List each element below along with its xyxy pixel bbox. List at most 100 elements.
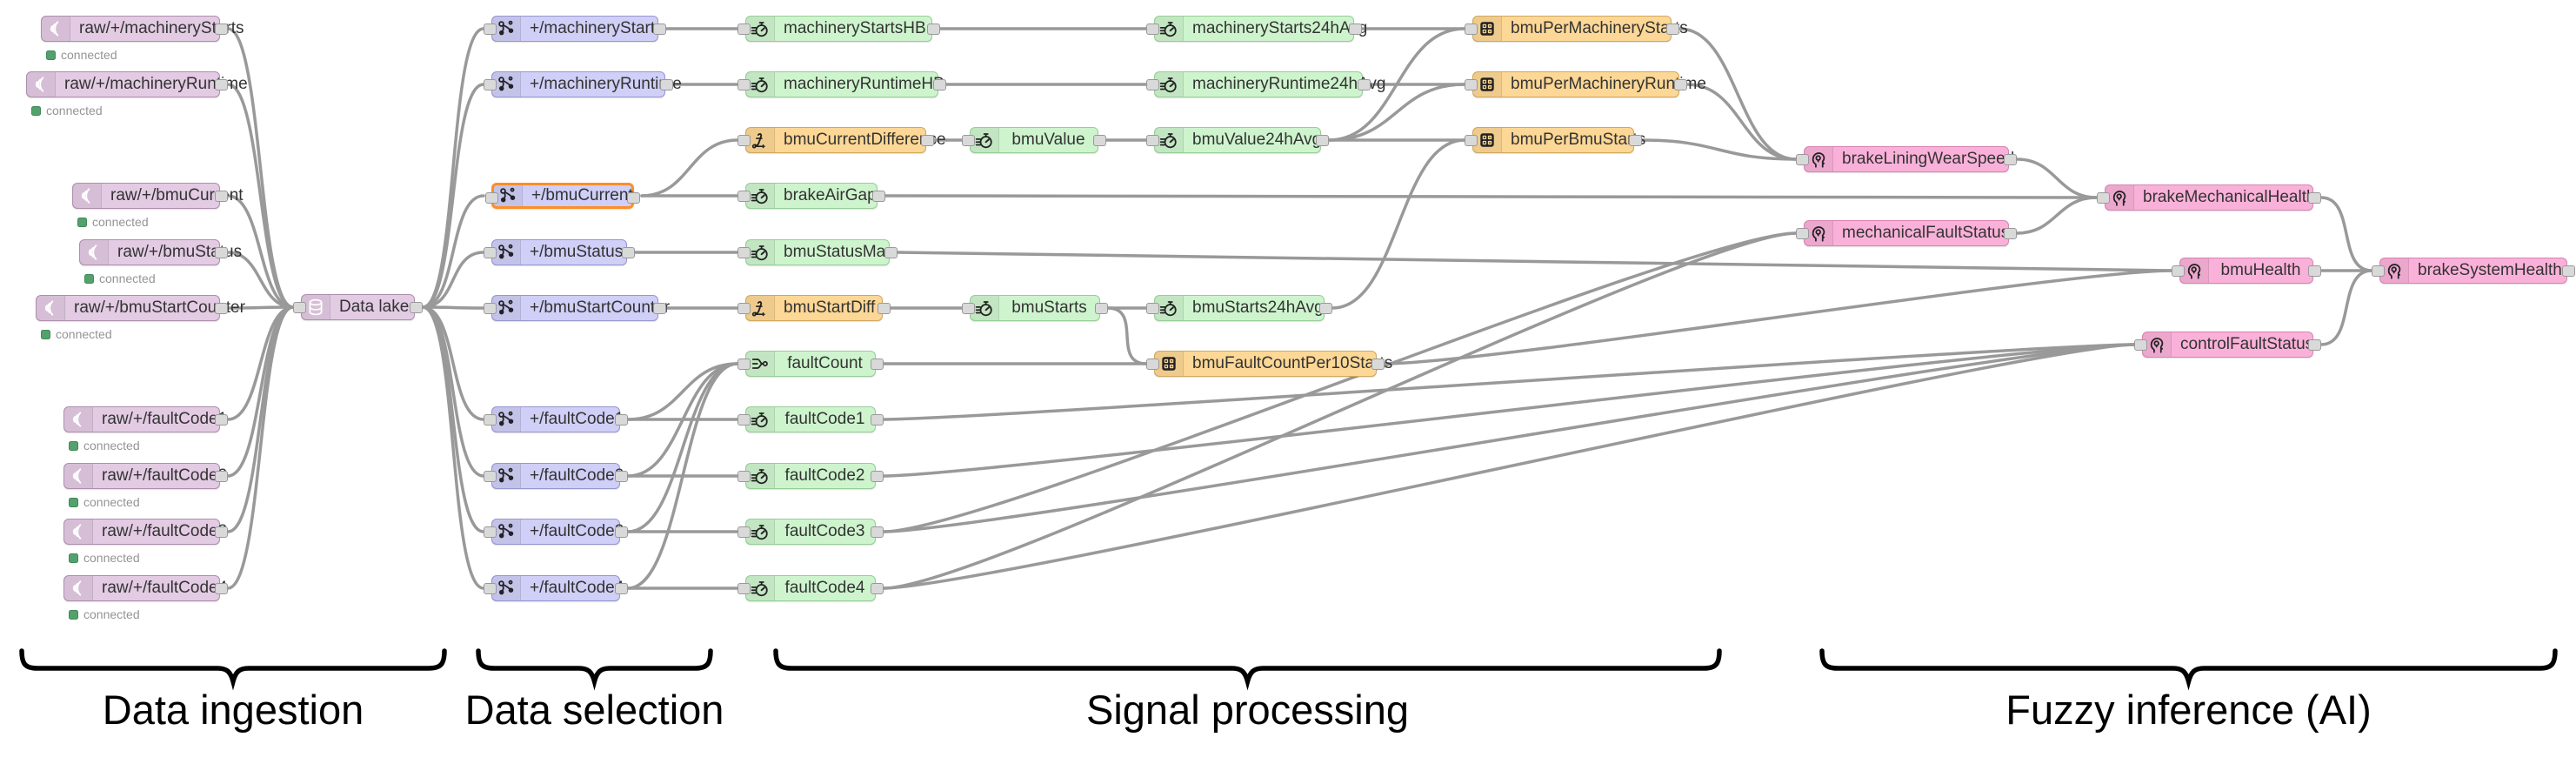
output-port[interactable] [871,359,884,370]
input-port[interactable] [737,583,751,594]
wire-mqtt-bmuStartCounter-to-datalake[interactable] [226,305,295,310]
flow-node-bmuPerMachineryStarts[interactable]: bmuPerMachineryStarts [1465,16,1688,42]
output-port[interactable] [410,302,423,313]
output-port[interactable] [1674,79,1687,90]
flow-node-mqtt-faultCode4[interactable]: raw/+/faultCode4 [63,575,228,601]
output-port[interactable] [1358,79,1371,90]
wire-bmuPerBmuStarts-to-brakeLiningWearSpeed[interactable] [1640,138,1798,161]
input-port[interactable] [2134,339,2147,351]
input-port[interactable] [484,23,497,35]
wire-sel-faultCode2-to-faultCount[interactable] [626,362,739,478]
output-port[interactable] [615,583,628,594]
input-port[interactable] [484,247,497,258]
wire-faultCode1-to-controlFaultStatus[interactable] [882,343,2136,421]
flow-node-mechanicalFaultStatus[interactable]: mechanicalFaultStatus [1796,220,2017,246]
output-port[interactable] [215,414,228,426]
input-port[interactable] [2172,265,2185,277]
wire-faultCode3-to-mechanicalFaultStatus[interactable] [882,231,1798,533]
flow-node-machineryRuntimeHB[interactable]: machineryRuntimeHB [737,71,946,97]
flow-node-bmuValue[interactable]: bmuValue [962,127,1106,153]
output-port[interactable] [615,526,628,538]
flow-node-faultCode1[interactable]: faultCode1 [737,406,884,432]
input-port[interactable] [484,471,497,482]
wire-bmuStarts-to-bmuFaultCountPer10Starts[interactable] [1106,306,1148,365]
flow-node-mqtt-faultCode3[interactable]: raw/+/faultCode3 [63,519,228,545]
input-port[interactable] [1465,135,1478,146]
output-port[interactable] [2308,192,2321,204]
flow-node-bmuStartDiff[interactable]: bmuStartDiff [737,295,891,321]
input-port[interactable] [962,303,975,314]
flow-node-bmuFaultCountPer10Starts[interactable]: bmuFaultCountPer10Starts [1146,351,1392,377]
flow-node-faultCode3[interactable]: faultCode3 [737,519,884,545]
output-port[interactable] [627,192,640,204]
flow-node-mqtt-bmuCurrent[interactable]: raw/+/bmuCurrent [72,183,244,209]
input-port[interactable] [737,359,751,370]
input-port[interactable] [484,79,497,90]
wire-brakeLiningWearSpeed-to-brakeMechanicalHealth[interactable] [2015,157,2099,199]
input-port[interactable] [1465,79,1478,90]
output-port[interactable] [872,191,885,202]
input-port[interactable] [2097,192,2110,204]
output-port[interactable] [878,303,891,314]
input-port[interactable] [293,302,306,313]
output-port[interactable] [2004,154,2017,165]
wire-brakeMechanicalHealth-to-brakeSystemHealth[interactable] [2319,196,2373,272]
wire-datalake-to-sel-machineryRuntime[interactable] [421,83,485,309]
input-port[interactable] [737,303,751,314]
output-port[interactable] [215,79,228,90]
wire-bmuStatusMax-to-bmuHealth[interactable] [896,251,2173,272]
input-port[interactable] [962,135,975,146]
output-port[interactable] [1349,23,1362,35]
wire-bmuValue24hAvg-to-bmuPerMachineryStarts[interactable] [1327,27,1466,142]
input-port[interactable] [484,414,497,426]
flow-node-bmuStatusMax[interactable]: bmuStatusMax [737,239,898,265]
flow-node-sel-faultCode2[interactable]: +/faultCode2 [484,463,628,489]
output-port[interactable] [622,247,635,258]
wire-datalake-to-sel-bmuCurrent[interactable] [421,194,485,309]
flow-node-sel-machineryStarts[interactable]: +/machineryStarts [484,16,666,42]
output-port[interactable] [871,583,884,594]
flow-node-bmuStarts24hAvg[interactable]: bmuStarts24hAvg [1146,295,1332,321]
output-port[interactable] [2004,228,2017,239]
flow-node-mqtt-machineryRuntime[interactable]: raw/+/machineryRuntime [26,71,248,97]
flow-node-sel-faultCode1[interactable]: +/faultCode1 [484,406,628,432]
output-port[interactable] [927,23,940,35]
flow-node-faultCount[interactable]: faultCount [737,351,884,377]
input-port[interactable] [1146,23,1159,35]
flow-node-mqtt-faultCode1[interactable]: raw/+/faultCode1 [63,406,228,432]
wire-mqtt-bmuCurrent-to-datalake[interactable] [226,194,295,309]
input-port[interactable] [1146,303,1159,314]
output-port[interactable] [2308,339,2321,351]
wire-faultCode4-to-controlFaultStatus[interactable] [882,343,2136,590]
wire-mechanicalFaultStatus-to-brakeMechanicalHealth[interactable] [2015,196,2099,235]
output-port[interactable] [871,526,884,538]
output-port[interactable] [2308,265,2321,277]
wire-bmuPerMachineryStarts-to-brakeLiningWearSpeed[interactable] [1678,27,1798,161]
flow-node-brakeSystemHealth[interactable]: brakeSystemHealth [2372,258,2575,284]
flow-node-mqtt-faultCode2[interactable]: raw/+/faultCode2 [63,463,228,489]
wire-mqtt-faultCode4-to-datalake[interactable] [226,305,295,590]
input-port[interactable] [1146,79,1159,90]
wire-faultCode4-to-mechanicalFaultStatus[interactable] [882,231,1798,590]
flow-node-sel-faultCode4[interactable]: +/faultCode4 [484,575,628,601]
wire-sel-faultCode3-to-faultCount[interactable] [626,362,739,533]
flow-node-faultCode4[interactable]: faultCode4 [737,575,884,601]
flow-node-bmuPerMachineryRuntime[interactable]: bmuPerMachineryRuntime [1465,71,1706,97]
output-port[interactable] [653,23,666,35]
output-port[interactable] [1371,359,1385,370]
flow-node-brakeLiningWearSpeed[interactable]: brakeLiningWearSpeed [1796,146,2017,172]
input-port[interactable] [2372,265,2385,277]
flow-node-mqtt-bmuStartCounter[interactable]: raw/+/bmuStartCounter [36,295,245,321]
input-port[interactable] [737,23,751,35]
flow-node-sel-bmuStatus[interactable]: +/bmuStatus [484,239,635,265]
input-port[interactable] [737,247,751,258]
input-port[interactable] [485,192,498,204]
flow-node-sel-bmuStartCounter[interactable]: +/bmuStartCounter [484,295,670,321]
input-port[interactable] [737,191,751,202]
output-port[interactable] [215,23,228,35]
flow-node-bmuStarts[interactable]: bmuStarts [962,295,1108,321]
output-port[interactable] [933,79,946,90]
input-port[interactable] [737,414,751,426]
flow-node-brakeMechanicalHealth[interactable]: brakeMechanicalHealth [2097,184,2321,211]
wire-datalake-to-sel-bmuStatus[interactable] [421,251,485,309]
